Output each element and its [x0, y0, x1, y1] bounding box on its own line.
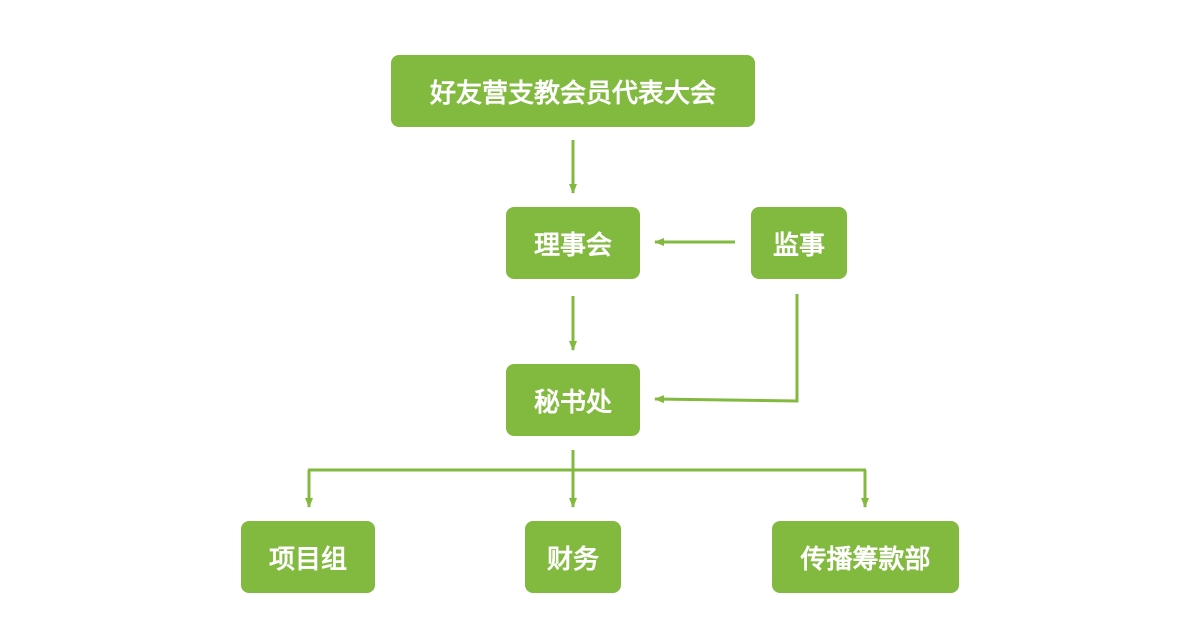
- communications-node: 传播筹款部: [772, 521, 959, 593]
- council-node: 理事会: [506, 207, 640, 279]
- secretariat-node: 秘书处: [506, 364, 640, 436]
- finance-node: 财务: [525, 521, 621, 593]
- supervisor-to-secretariat-arrow: [654, 294, 799, 404]
- supervisor-node: 监事: [751, 207, 847, 279]
- assembly-node: 好友营支教会员代表大会: [391, 55, 755, 127]
- project-group-node: 项目组: [241, 521, 375, 593]
